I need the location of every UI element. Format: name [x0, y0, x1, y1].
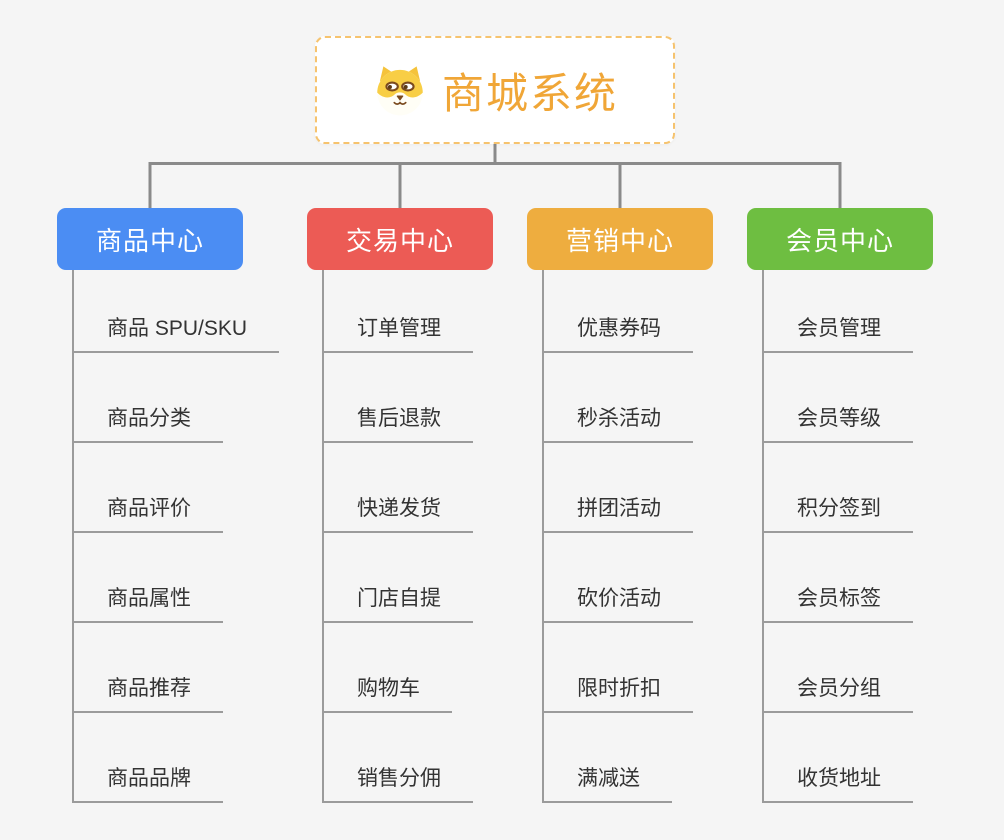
mindmap-node[interactable]: 优惠券码	[544, 312, 693, 353]
branch-item-list: 优惠券码 秒杀活动 拼团活动 砍价活动 限时折扣 满减送	[542, 270, 693, 803]
branch-marketing-center: 营销中心 优惠券码 秒杀活动 拼团活动 砍价活动 限时折扣 满减送	[527, 208, 713, 803]
mindmap-node[interactable]: 订单管理	[324, 312, 473, 353]
mindmap-node[interactable]: 购物车	[324, 672, 452, 713]
branch-node-product-center[interactable]: 商品中心	[57, 208, 243, 270]
mindmap-node[interactable]: 砍价活动	[544, 582, 693, 623]
mindmap-node[interactable]: 商品分类	[74, 402, 223, 443]
branch-item-list: 商品 SPU/SKU 商品分类 商品评价 商品属性 商品推荐 商品品牌	[72, 270, 280, 803]
branch-product-center: 商品中心 商品 SPU/SKU 商品分类 商品评价 商品属性 商品推荐 商品品牌	[57, 208, 280, 803]
root-node-title: 商城系统	[441, 69, 618, 117]
branch-node-marketing-center[interactable]: 营销中心	[527, 208, 713, 270]
branch-member-center: 会员中心 会员管理 会员等级 积分签到 会员标签 会员分组 收货地址	[747, 208, 933, 803]
mindmap-node[interactable]: 销售分佣	[324, 762, 473, 803]
root-node[interactable]: 商城系统	[315, 36, 675, 144]
mindmap-node[interactable]: 商品推荐	[74, 672, 223, 713]
mindmap-node[interactable]: 售后退款	[324, 402, 473, 443]
branch-node-trade-center[interactable]: 交易中心	[307, 208, 493, 270]
mindmap-node[interactable]: 秒杀活动	[544, 402, 693, 443]
mindmap-node[interactable]: 积分签到	[764, 492, 913, 533]
mindmap-node[interactable]: 快递发货	[324, 492, 473, 533]
mindmap-node[interactable]: 收货地址	[764, 762, 913, 803]
branch-item-list: 订单管理 售后退款 快递发货 门店自提 购物车 销售分佣	[322, 270, 473, 803]
mindmap-node[interactable]: 商品品牌	[74, 762, 223, 803]
mindmap-node[interactable]: 拼团活动	[544, 492, 693, 533]
branch-item-list: 会员管理 会员等级 积分签到 会员标签 会员分组 收货地址	[762, 270, 913, 803]
mindmap-node[interactable]: 会员管理	[764, 312, 913, 353]
mindmap-node[interactable]: 商品属性	[74, 582, 223, 623]
branch-node-member-center[interactable]: 会员中心	[747, 208, 933, 270]
shiba-dog-icon	[377, 66, 423, 116]
mindmap-node[interactable]: 商品评价	[74, 492, 223, 533]
branch-trade-center: 交易中心 订单管理 售后退款 快递发货 门店自提 购物车 销售分佣	[307, 208, 493, 803]
tree-connector-path	[148, 144, 842, 208]
mindmap-node[interactable]: 门店自提	[324, 582, 473, 623]
mindmap-node[interactable]: 会员分组	[764, 672, 913, 713]
mindmap-node[interactable]: 满减送	[544, 762, 672, 803]
mindmap-node[interactable]: 会员等级	[764, 402, 913, 443]
mindmap-node[interactable]: 会员标签	[764, 582, 913, 623]
mindmap-node[interactable]: 限时折扣	[544, 672, 693, 713]
mindmap-node[interactable]: 商品 SPU/SKU	[74, 312, 280, 353]
